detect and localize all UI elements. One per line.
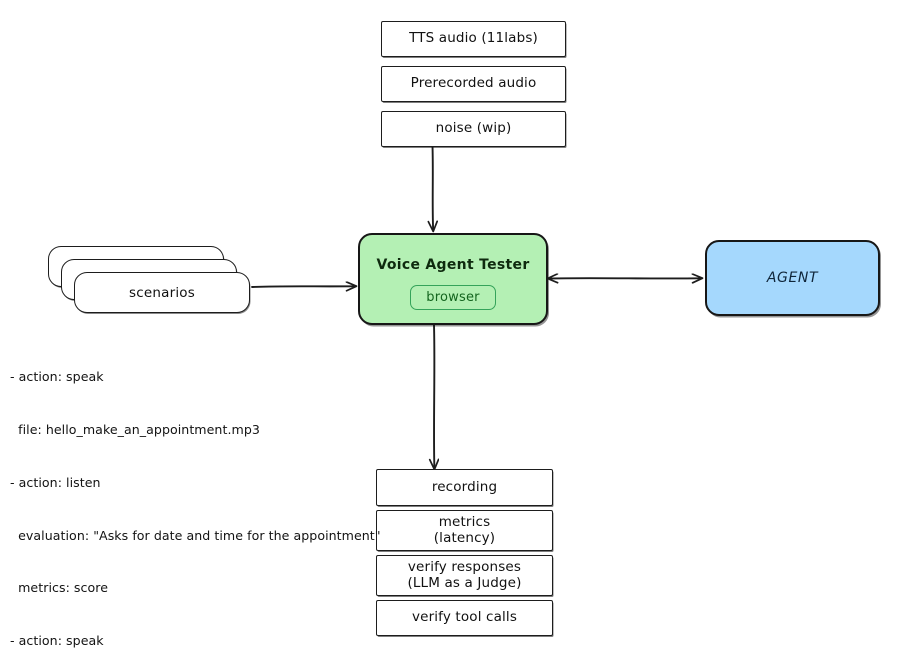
agent-label: AGENT bbox=[766, 269, 819, 286]
yaml-line: metrics: score bbox=[10, 580, 109, 596]
output-box-verify-responses[interactable]: verify responses (LLM as a Judge) bbox=[376, 555, 553, 596]
voice-agent-tester-title: Voice Agent Tester bbox=[376, 257, 530, 273]
output-box-label: verify responses bbox=[407, 558, 522, 575]
output-box-label: recording bbox=[431, 478, 498, 495]
output-box-recording[interactable]: recording bbox=[376, 469, 553, 506]
yaml-line: - action: listen bbox=[10, 474, 101, 490]
output-box-sublabel: (latency) bbox=[433, 529, 496, 546]
output-box-label: metrics bbox=[438, 513, 491, 530]
input-box-label: noise (wip) bbox=[435, 120, 512, 137]
input-box-label: Prerecorded audio bbox=[410, 75, 537, 92]
input-box-label: TTS audio (11labs) bbox=[409, 30, 538, 47]
yaml-line: - action: speak bbox=[10, 633, 104, 649]
scenarios-label: scenarios bbox=[129, 284, 195, 301]
input-box-prerecorded-audio[interactable]: Prerecorded audio bbox=[381, 66, 566, 102]
agent-node[interactable]: AGENT bbox=[705, 240, 880, 316]
output-box-label: verify tool calls bbox=[411, 609, 518, 626]
input-box-tts-audio[interactable]: TTS audio (11labs) bbox=[381, 21, 566, 57]
yaml-line: file: hello_make_an_appointment.mp3 bbox=[10, 421, 260, 437]
voice-agent-tester-node[interactable]: Voice Agent Tester browser bbox=[358, 233, 548, 325]
browser-chip[interactable]: browser bbox=[410, 285, 496, 310]
yaml-line: - action: speak bbox=[10, 369, 104, 385]
input-box-noise[interactable]: noise (wip) bbox=[381, 111, 566, 147]
output-box-metrics[interactable]: metrics (latency) bbox=[376, 510, 553, 551]
edge-inputs-to-tester bbox=[433, 145, 434, 231]
edge-scenarios-to-tester bbox=[251, 286, 356, 287]
output-box-sublabel: (LLM as a Judge) bbox=[407, 574, 522, 591]
yaml-line: evaluation: "Asks for date and time for … bbox=[10, 527, 381, 543]
scenario-yaml-snippet: - action: speak file: hello_make_an_appo… bbox=[10, 333, 381, 650]
output-box-verify-tool-calls[interactable]: verify tool calls bbox=[376, 600, 553, 636]
scenarios-card-front[interactable] bbox=[74, 272, 250, 313]
